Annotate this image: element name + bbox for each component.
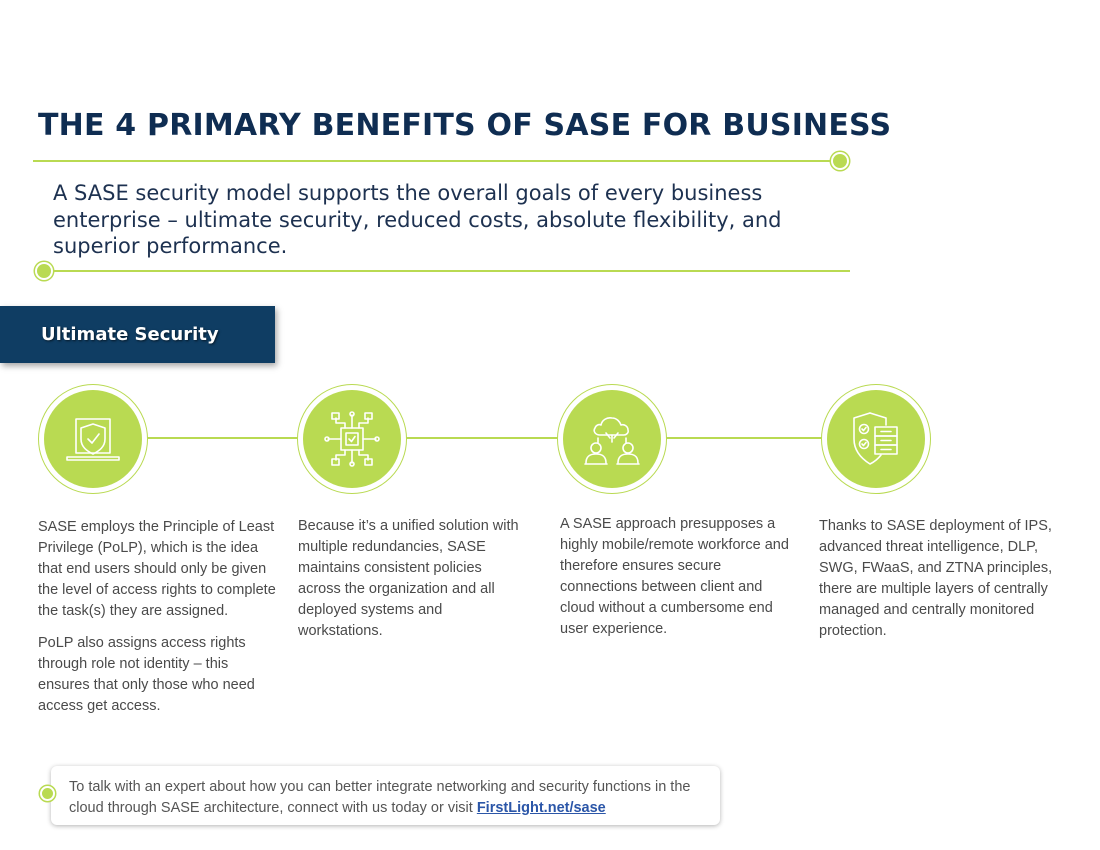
icon-connector	[405, 437, 558, 439]
benefit-column: A SASE approach presupposes a highly mob…	[560, 514, 800, 651]
intro-divider	[44, 270, 850, 272]
benefit-paragraph: A SASE approach presupposes a highly mob…	[560, 516, 789, 637]
benefit-icon-circle	[821, 384, 931, 494]
cta-dot	[42, 788, 53, 799]
benefit-paragraph: Thanks to SASE deployment of IPS, advanc…	[819, 518, 1053, 639]
benefit-column: Thanks to SASE deployment of IPS, advanc…	[819, 516, 1069, 653]
cta-text: To talk with an expert about how you can…	[69, 777, 719, 819]
cloud-users-icon	[584, 417, 640, 465]
benefit-column: Because it’s a unified solution with mul…	[298, 516, 523, 653]
page-title: THE 4 PRIMARY BENEFITS OF SASE FOR BUSIN…	[38, 108, 892, 143]
title-divider-dot	[833, 154, 847, 168]
firstlight-link[interactable]: FirstLight.net/sase	[476, 800, 606, 816]
benefit-icon-circle	[297, 384, 407, 494]
benefit-icon-circle	[557, 384, 667, 494]
intro-text: A SASE security model supports the overa…	[53, 181, 782, 258]
icon-connector	[146, 437, 298, 439]
network-chip-icon	[324, 411, 380, 467]
cta-box: To talk with an expert about how you can…	[42, 766, 720, 825]
shield-laptop-icon	[66, 418, 120, 461]
section-label: Ultimate Security	[41, 324, 219, 345]
title-divider	[33, 160, 840, 162]
section-banner: Ultimate Security	[0, 306, 275, 363]
benefit-icon-circle	[38, 384, 148, 494]
benefit-paragraph: Because it’s a unified solution with mul…	[298, 518, 519, 639]
benefit-paragraph: SASE employs the Principle of Least Priv…	[38, 519, 276, 619]
cta-message: To talk with an expert about how you can…	[69, 779, 691, 816]
benefit-column: SASE employs the Principle of Least Priv…	[38, 517, 283, 728]
shield-server-icon	[853, 412, 898, 465]
intro-divider-dot	[37, 264, 51, 278]
benefit-paragraph: PoLP also assigns access rights through …	[38, 635, 255, 714]
icon-connector	[664, 437, 822, 439]
